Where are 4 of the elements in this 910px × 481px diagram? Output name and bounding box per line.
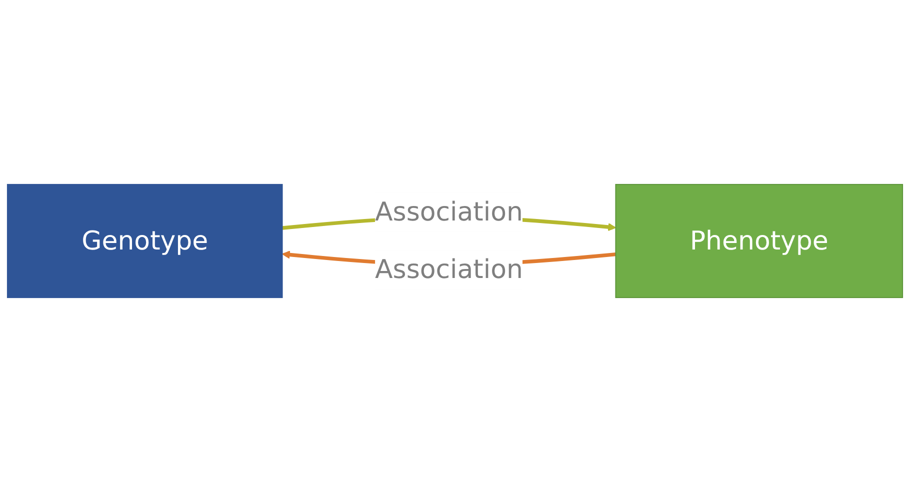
edge-label: Association [375, 253, 523, 284]
node-box: Genotype [6, 183, 283, 298]
edge-label: Association [375, 196, 523, 227]
node-box: Phenotype [615, 183, 904, 298]
